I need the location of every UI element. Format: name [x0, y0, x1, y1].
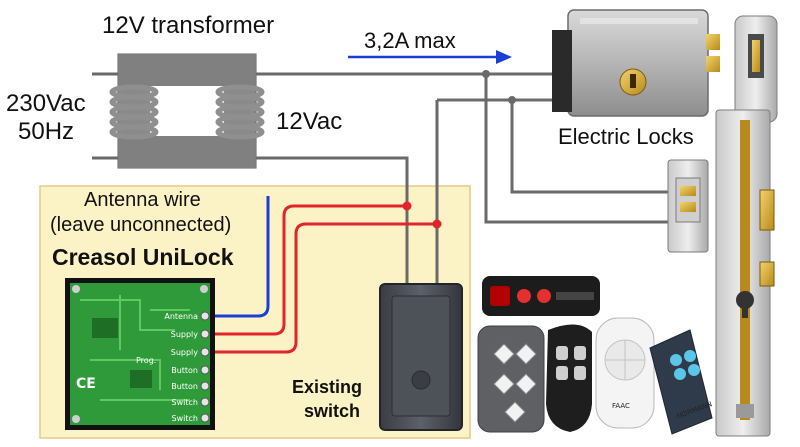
wall-switch-icon: [379, 283, 463, 431]
junction-dot: [508, 96, 516, 104]
prog-label: Prog.: [136, 356, 156, 365]
transformer-label: 12V transformer: [102, 12, 275, 39]
junction-dot: [402, 201, 412, 211]
strike-lock-icon: [667, 159, 709, 253]
remote-control-icon: [595, 317, 655, 429]
transformer-icon: [109, 53, 265, 169]
ce-mark: CE: [76, 376, 96, 392]
mains-voltage-label: 230Vac: [6, 90, 86, 117]
mortise-lock-icon: [715, 109, 775, 437]
pin-label-supply: Supply: [171, 348, 199, 357]
electric-locks-label: Electric Locks: [558, 124, 694, 149]
secondary-voltage-label: 12Vac: [276, 108, 343, 135]
pcb-board-icon: [65, 278, 215, 430]
current-label: 3,2A max: [364, 28, 456, 53]
pin-label-switch: Switch: [172, 414, 198, 423]
junction-dot: [432, 219, 442, 229]
product-title: Creasol UniLock: [52, 244, 234, 270]
antenna-label-line1: Antenna wire: [84, 189, 201, 211]
faac-logo: FAAC: [612, 402, 630, 410]
antenna-wire: [205, 196, 270, 318]
pin-label-button: Button: [171, 382, 198, 391]
supply-wires: [92, 72, 672, 296]
remote-control-icon: [649, 329, 713, 435]
keeper-plate-icon: [734, 15, 778, 123]
junction-dot: [482, 70, 490, 78]
current-arrow: [348, 50, 512, 64]
remote-control-icon: [482, 276, 600, 316]
switch-label-line2: switch: [304, 401, 361, 421]
mains-frequency-label: 50Hz: [18, 118, 75, 145]
switch-label-line1: Existing: [292, 377, 363, 397]
antenna-label-line2: (leave unconnected): [50, 214, 232, 236]
red-supply-wires: [205, 204, 437, 354]
electric-lock-icon: [552, 9, 720, 117]
remote-control-icon: [477, 325, 545, 433]
pin-label-antenna: Antenna: [164, 312, 198, 321]
pin-label-switch: Switch: [172, 398, 198, 407]
pin-label-button: Button: [171, 366, 198, 375]
remote-control-icon: [546, 324, 592, 432]
pin-label-supply: Supply: [171, 330, 199, 339]
